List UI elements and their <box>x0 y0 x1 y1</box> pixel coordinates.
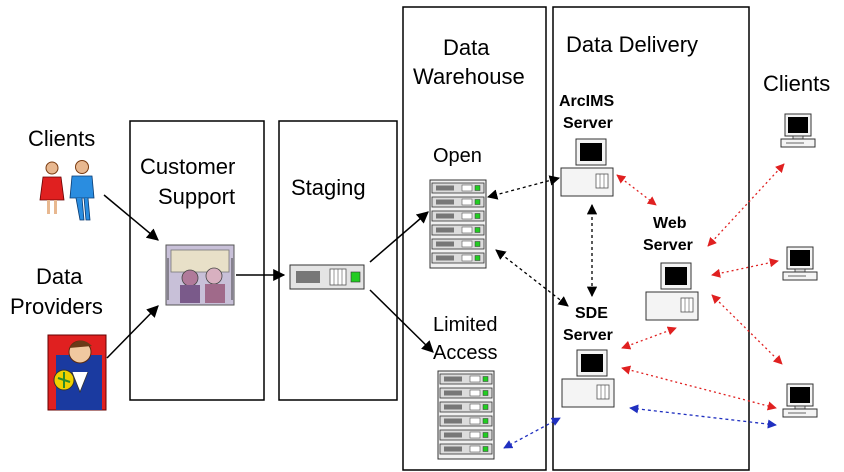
link-sde-web <box>621 326 677 350</box>
arcims-label-line2: Server <box>563 115 613 132</box>
desktop-computer-icon <box>782 246 818 281</box>
arrow-staging-to-limited <box>369 289 434 353</box>
link-arcims-web <box>616 174 657 206</box>
desktop-computer-icon <box>782 383 818 418</box>
sde-label-line2: Server <box>563 327 613 344</box>
data-delivery-title: Data Delivery <box>566 32 698 57</box>
link-open-sde <box>495 249 569 307</box>
arrow-staging-to-open <box>369 211 429 263</box>
web-label-line2: Server <box>643 237 693 254</box>
desktop-computer-icon <box>560 138 614 197</box>
server-rack-icon <box>437 370 495 460</box>
web-label-line1: Web <box>653 215 687 232</box>
link-web-client-bottom <box>711 294 783 365</box>
clients-left-label: Clients <box>28 126 95 151</box>
dw-title-line1: Data <box>443 35 490 60</box>
arrow-clients-to-support <box>103 194 159 241</box>
clients-right-label: Clients <box>763 71 830 96</box>
providers-label: Providers <box>10 294 103 319</box>
dw-title-line2: Warehouse <box>413 64 525 89</box>
presenter-icon <box>47 334 107 411</box>
link-web-client-top <box>707 163 785 247</box>
data-label: Data <box>36 264 83 289</box>
link-sde-client-bottom <box>621 365 777 411</box>
access-label: Access <box>433 342 497 364</box>
link-web-client-mid <box>711 258 779 278</box>
desktop-computer-icon <box>645 262 699 321</box>
support-label: Support <box>158 184 235 209</box>
desktop-computer-icon <box>561 349 615 408</box>
link-sde-client-blue <box>629 404 777 429</box>
link-limited-sde <box>503 417 561 449</box>
people-icon <box>39 160 95 221</box>
sde-label-line1: SDE <box>575 305 608 322</box>
server-rack-icon <box>429 179 487 269</box>
customer-support-box <box>129 120 265 401</box>
link-open-arcims <box>486 175 561 200</box>
open-label: Open <box>433 145 482 167</box>
customer-label: Customer <box>140 154 235 179</box>
limited-label: Limited <box>433 314 497 336</box>
staging-box <box>278 120 398 401</box>
arcims-label-line1: ArcIMS <box>559 93 614 110</box>
meeting-icon <box>165 244 235 306</box>
desktop-computer-icon <box>780 113 816 148</box>
staging-label: Staging <box>291 175 366 200</box>
arrow-providers-to-support <box>106 305 159 359</box>
data-warehouse-box <box>402 6 547 471</box>
server-unit-icon <box>289 264 365 290</box>
